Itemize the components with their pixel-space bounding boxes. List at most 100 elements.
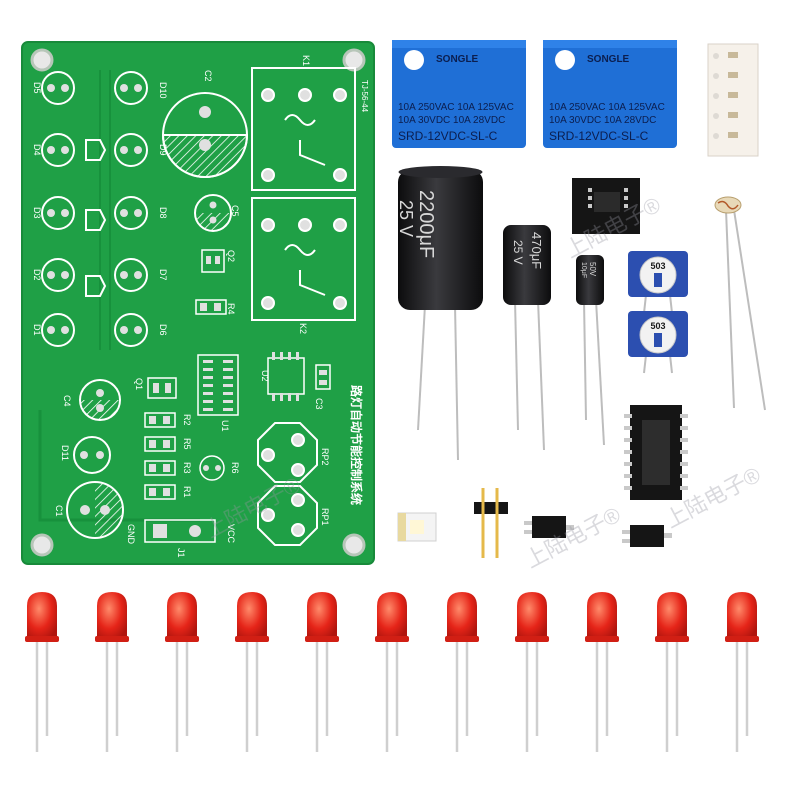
relay-rating-1: 10A 250VAC 10A 125VAC (549, 102, 665, 113)
k2-footprint (251, 197, 356, 321)
cap-10-value: 10μF (580, 262, 587, 278)
resistor-label: R5 (182, 438, 192, 450)
capacitor-2200uf: 2200μF 25 V (396, 166, 483, 461)
resistor-label: R1 (182, 486, 192, 498)
led-footprint (41, 71, 75, 105)
led-footprint (114, 258, 148, 292)
silk-label: J1 (176, 548, 186, 558)
board-title: 路灯自动节能控制系统 (349, 385, 364, 505)
cap-470-value: 470μF (529, 232, 544, 269)
red-led (25, 592, 59, 752)
c4-footprint (79, 379, 121, 421)
red-led (655, 592, 689, 752)
led-label: D5 (32, 82, 42, 94)
trimpot: 503 (628, 311, 688, 374)
capacitor-470uf: 470μF 25 V (503, 225, 551, 451)
silk-label: U1 (220, 420, 230, 432)
led-label: D6 (158, 324, 168, 336)
smd-chip-top (572, 178, 640, 234)
led-footprint (41, 313, 75, 347)
cap-2200-voltage: 25 V (396, 200, 416, 237)
rp2-footprint (257, 422, 318, 483)
q2-r4-pads (195, 249, 227, 315)
resistor-pads (144, 412, 176, 500)
led-footprint (114, 313, 148, 347)
c3-footprint (315, 364, 331, 390)
relay-model: SRD-12VDC-SL-C (549, 129, 649, 143)
red-led (95, 592, 129, 752)
red-led (235, 592, 269, 752)
rp1-footprint (257, 485, 318, 546)
led-footprints-left (41, 71, 75, 347)
silk-label: C5 (230, 205, 240, 217)
c2-footprint (161, 92, 249, 178)
led-footprint (114, 71, 148, 105)
led-footprints-right (114, 71, 148, 347)
q1-footprint (147, 377, 177, 399)
k1-footprint (251, 67, 356, 191)
red-leds (25, 592, 759, 752)
relay-brand: SONGLE (587, 54, 630, 65)
led-label: D9 (158, 144, 168, 156)
red-led (375, 592, 409, 752)
silk-label: D11 (60, 445, 70, 461)
silk-label: C4 (62, 395, 72, 407)
relay-rating-2: 10A 30VDC 10A 28VDC (398, 115, 505, 126)
sot23-transistor-2 (622, 525, 672, 547)
trimpot: 503 (628, 251, 688, 314)
j1-header-footprint (144, 519, 216, 543)
led-label: D2 (32, 269, 42, 281)
mounting-holes (30, 48, 366, 557)
silk-label: U2 (260, 370, 270, 382)
silk-label: RP2 (320, 448, 330, 466)
relay-rating-1: 10A 250VAC 10A 125VAC (398, 102, 514, 113)
cap-470-voltage: 25 V (511, 240, 525, 265)
smd-footprints (85, 139, 107, 297)
smd-ic-soic14 (624, 405, 688, 500)
pin-header (474, 488, 508, 558)
sot23-transistor-1 (524, 516, 574, 538)
silk-label: Q2 (226, 250, 236, 262)
relay-brand: SONGLE (436, 54, 479, 65)
silk-label: C3 (314, 398, 324, 410)
silk-label: C1 (54, 505, 64, 517)
silk-label: K1 (301, 55, 311, 66)
relay-rating-2: 10A 30VDC 10A 28VDC (549, 115, 656, 126)
relay-songle: SONGLE 10A 250VAC 10A 125VAC 10A 30VDC 10A… (392, 40, 526, 148)
c5-footprint (194, 194, 232, 232)
smd-resistor-strip (707, 43, 759, 157)
resistor-label: R2 (182, 414, 192, 426)
led-label: D3 (32, 207, 42, 219)
red-led (725, 592, 759, 752)
red-led (305, 592, 339, 752)
silk-label: Q1 (134, 378, 144, 390)
led-footprint (41, 258, 75, 292)
c1-footprint (66, 481, 124, 539)
relays: SONGLE 10A 250VAC 10A 125VAC 10A 30VDC 10A… (392, 40, 677, 148)
silk-label: K2 (298, 323, 308, 334)
board-code: TJ-56-44 (360, 80, 369, 113)
silk-label: R6 (230, 462, 240, 474)
smd-led-white (397, 512, 437, 542)
silk-label: GND (126, 524, 136, 545)
led-label: D7 (158, 269, 168, 281)
led-label: D4 (32, 144, 42, 156)
u2-footprint (267, 352, 305, 401)
trimpots: 503 503 (628, 251, 688, 374)
silk-label: R4 (226, 303, 236, 315)
led-footprint (114, 196, 148, 230)
led-label: D1 (32, 324, 42, 336)
relay-songle: SONGLE 10A 250VAC 10A 125VAC 10A 30VDC 10A… (543, 40, 677, 148)
resistor-label: R3 (182, 462, 192, 474)
led-footprint (41, 133, 75, 167)
r6-footprint (199, 455, 225, 481)
led-label: D8 (158, 207, 168, 219)
red-led (445, 592, 479, 752)
red-led (515, 592, 549, 752)
led-footprint (41, 196, 75, 230)
trimpot-value: 503 (650, 261, 665, 271)
silk-label: C2 (203, 70, 213, 82)
led-label: D10 (158, 82, 168, 99)
